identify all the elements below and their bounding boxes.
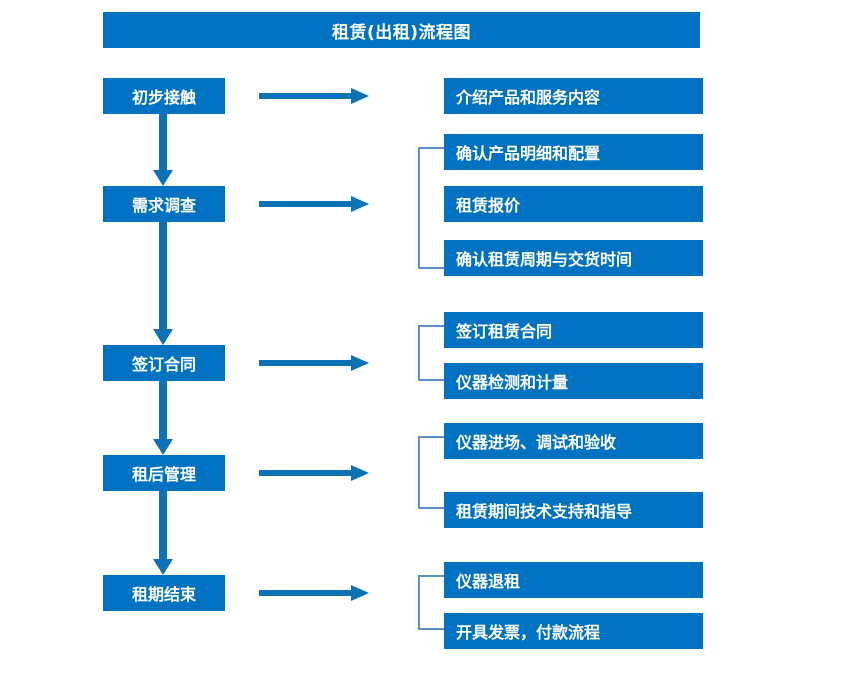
- detail-box-9[interactable]: 仪器退租: [444, 562, 703, 598]
- group-bracket-2: [416, 325, 444, 381]
- horizontal-arrow-icon-3: [259, 354, 369, 372]
- vertical-arrow-icon-1: [152, 114, 174, 186]
- detail-box-label: 开具发票，付款流程: [456, 623, 601, 642]
- detail-box-4[interactable]: 确认租赁周期与交货时间: [444, 240, 703, 276]
- horizontal-arrow-icon-5: [259, 584, 369, 602]
- stage-box-label: 租后管理: [131, 465, 196, 484]
- stage-box-label: 需求调查: [131, 196, 196, 215]
- detail-box-label: 仪器退租: [456, 572, 521, 591]
- vertical-arrow-icon-4: [152, 491, 174, 575]
- stage-box-1[interactable]: 初步接触: [103, 78, 225, 114]
- detail-box-label: 介绍产品和服务内容: [456, 88, 601, 107]
- vertical-arrow-icon-2: [152, 222, 174, 345]
- horizontal-arrow-icon-4: [259, 464, 369, 482]
- detail-box-label: 确认产品明细和配置: [456, 144, 601, 163]
- detail-box-3[interactable]: 租赁报价: [444, 186, 703, 222]
- stage-box-label: 签订合同: [131, 355, 196, 374]
- group-bracket-1: [416, 147, 444, 269]
- detail-box-label: 仪器检测和计量: [456, 373, 569, 392]
- stage-box-label: 初步接触: [131, 88, 196, 107]
- group-bracket-3: [416, 436, 444, 509]
- detail-box-label: 仪器进场、调试和验收: [456, 433, 617, 452]
- detail-box-2[interactable]: 确认产品明细和配置: [444, 134, 703, 170]
- detail-box-7[interactable]: 仪器进场、调试和验收: [444, 423, 703, 459]
- detail-box-label: 租赁期间技术支持和指导: [456, 502, 633, 521]
- stage-box-label: 租期结束: [131, 585, 196, 604]
- horizontal-arrow-icon-1: [259, 87, 369, 105]
- stage-box-2[interactable]: 需求调查: [103, 186, 225, 222]
- detail-box-8[interactable]: 租赁期间技术支持和指导: [444, 492, 703, 528]
- stage-box-3[interactable]: 签订合同: [103, 345, 225, 381]
- detail-box-6[interactable]: 仪器检测和计量: [444, 363, 703, 399]
- detail-box-5[interactable]: 签订租赁合同: [444, 312, 703, 348]
- horizontal-arrow-icon-2: [259, 195, 369, 213]
- stage-box-5[interactable]: 租期结束: [103, 575, 225, 611]
- detail-box-1[interactable]: 介绍产品和服务内容: [444, 78, 703, 114]
- vertical-arrow-icon-3: [152, 381, 174, 455]
- detail-box-label: 租赁报价: [456, 196, 521, 215]
- detail-box-10[interactable]: 开具发票，付款流程: [444, 613, 703, 649]
- page-title: 租赁(出租)流程图: [103, 12, 700, 48]
- group-bracket-4: [416, 575, 444, 630]
- detail-box-label: 签订租赁合同: [456, 322, 553, 341]
- detail-box-label: 确认租赁周期与交货时间: [456, 250, 633, 269]
- stage-box-4[interactable]: 租后管理: [103, 455, 225, 491]
